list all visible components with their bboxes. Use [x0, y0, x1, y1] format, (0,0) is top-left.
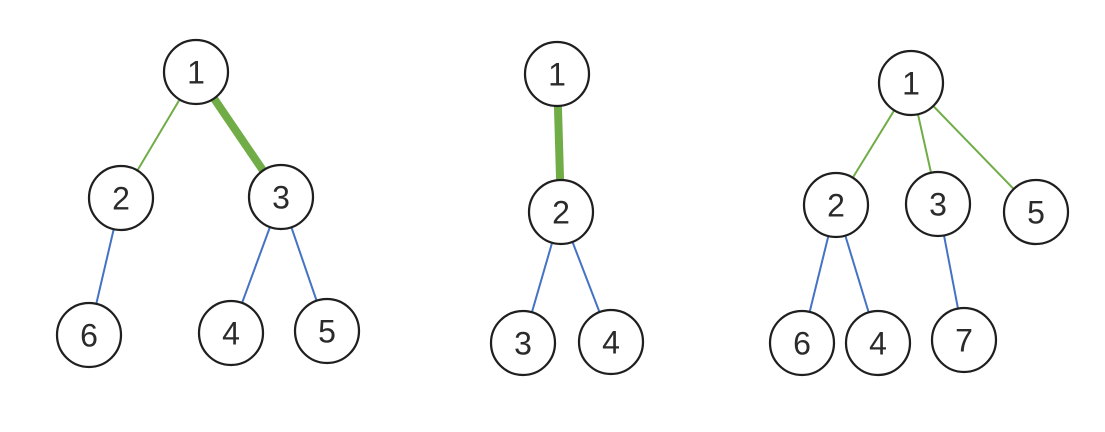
tree-3-node-3: 3: [904, 170, 972, 238]
tree-3-node-1: 1: [877, 49, 945, 117]
tree-1-node-3-circle: [247, 163, 315, 231]
tree-3-node-2: 2: [802, 171, 870, 239]
tree-1-node-5: 5: [293, 297, 361, 365]
tree-3-node-5: 5: [1002, 178, 1070, 246]
tree-3-node-6: 6: [768, 309, 836, 377]
tree-1-node-4-circle: [197, 299, 265, 367]
tree-1-node-5-circle: [293, 297, 361, 365]
tree-1-node-4: 4: [197, 299, 265, 367]
tree-3-node-3-circle: [904, 170, 972, 238]
tree-2-node-2-circle: [527, 178, 595, 246]
tree-1-node-3: 3: [247, 163, 315, 231]
tree-3-node-7: 7: [930, 306, 998, 374]
tree-1-node-6: 6: [55, 301, 123, 369]
tree-2-node-4: 4: [577, 308, 645, 376]
tree-1-node-1-circle: [162, 38, 230, 106]
tree-3-node-4: 4: [844, 309, 912, 377]
tree-3-node-2-circle: [802, 171, 870, 239]
tree-2-node-1-circle: [523, 40, 591, 108]
tree-3-node-1-circle: [877, 49, 945, 117]
tree-2-node-1: 1: [523, 40, 591, 108]
tree-2-node-2: 2: [527, 178, 595, 246]
tree-3-node-6-circle: [768, 309, 836, 377]
tree-2-node-3: 3: [489, 309, 557, 377]
tree-3-node-5-circle: [1002, 178, 1070, 246]
tree-1-node-2-circle: [87, 164, 155, 232]
tree-2-node-4-circle: [577, 308, 645, 376]
tree-1-node-2: 2: [87, 164, 155, 232]
tree-2-node-3-circle: [489, 309, 557, 377]
tree-3-node-4-circle: [844, 309, 912, 377]
tree-3-node-7-circle: [930, 306, 998, 374]
tree-1-node-1: 1: [162, 38, 230, 106]
tree-1-node-6-circle: [55, 301, 123, 369]
